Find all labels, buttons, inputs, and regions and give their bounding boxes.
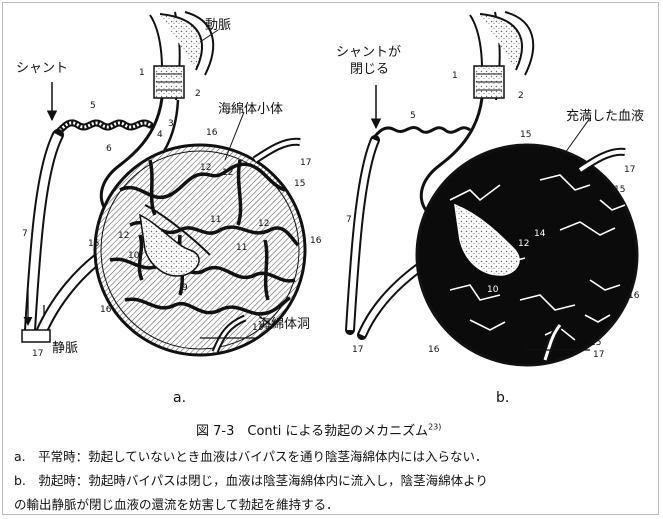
panel-b-shunt-label-line1: シャントが — [336, 45, 401, 60]
panel-a-shunt-label: シャント — [16, 61, 68, 76]
panel-a-num-5: 5 — [90, 101, 96, 111]
panel-b-num-5: 5 — [410, 111, 416, 121]
panel-b-num-15c: 15 — [590, 338, 601, 348]
panel-b-num-17c: 17 — [352, 345, 363, 355]
panel-b-num-16a: 16 — [628, 291, 640, 301]
panel-a-num-11b: 11 — [210, 215, 221, 225]
panel-b-num-12: 12 — [518, 239, 529, 249]
panel-b-num-1: 1 — [452, 71, 458, 81]
panel-b-shunt-label-line2: 閉じる — [350, 62, 389, 77]
panel-b-num-15a: 15 — [520, 130, 531, 140]
panel-a-num-9: 9 — [182, 283, 188, 293]
caption-title-superscript: 23) — [428, 423, 441, 432]
panel-b-filled-blood-label: 充満した血液 — [566, 108, 644, 124]
panel-a-num-16a: 16 — [206, 128, 218, 138]
panel-a-num-12d: 12 — [118, 231, 129, 241]
panel-a-num-16c: 16 — [100, 305, 112, 315]
caption-line-b1: b. 勃起時：勃起時バイパスは閉じ，血液は陰茎海綿体内に流入し，陰茎海綿体より — [14, 470, 488, 489]
panel-b-num-10: 10 — [487, 285, 499, 295]
panel-a-num-12c: 12 — [258, 219, 269, 229]
panel-a-corpus-label: 海綿体小体 — [218, 102, 283, 117]
panel-a-num-10: 10 — [128, 251, 140, 261]
panel-b-panel-label: b. — [496, 390, 509, 406]
panel-a-num-17a: 17 — [300, 158, 311, 168]
panel-a-num-11a: 11 — [236, 243, 247, 253]
panel-b-num-2: 2 — [518, 91, 524, 101]
panel-a-diagram: シャント 動脈 海綿体小体 静脈 海綿体洞 a. 1 2 3 4 5 6 7 1… — [16, 12, 322, 406]
panel-a-num-1: 1 — [139, 68, 145, 78]
panel-a-sinus-label: 海綿体洞 — [258, 317, 310, 332]
panel-b-num-17a: 17 — [624, 165, 635, 175]
panel-b-num-7: 7 — [346, 215, 352, 225]
caption-line-a: a. 平常時：勃起していないとき血液はバイパスを通り陰茎海綿体内には入らない． — [14, 446, 488, 465]
caption-title: 図 7-3 Conti による勃起のメカニズム23) — [196, 420, 441, 439]
panel-b-closed-shunt — [372, 127, 470, 140]
panel-a-num-16b: 16 — [310, 236, 322, 246]
panel-a-num-4: 4 — [157, 130, 163, 140]
panel-a-num-6: 6 — [106, 144, 112, 154]
panel-a-num-2: 2 — [195, 89, 201, 99]
panel-a-panel-label: a. — [173, 390, 186, 406]
panel-b-corpus-sphere-filled — [417, 145, 637, 365]
panel-a-num-13: 13 — [252, 323, 263, 333]
panel-a-artery-label: 動脈 — [205, 18, 231, 33]
panel-a-num-15a: 15 — [294, 179, 305, 189]
panel-b-num-16b: 16 — [428, 345, 440, 355]
panel-b-diagram: シャントが 閉じる 充満した血液 b. 1 2 5 15 7 17 15 14 … — [336, 12, 644, 406]
panel-b-upper-bundle — [470, 12, 533, 100]
panel-a-num-12a: 12 — [200, 163, 211, 173]
caption-title-text: 図 7-3 Conti による勃起のメカニズム — [196, 424, 428, 439]
panel-a-vein-label: 静脈 — [52, 341, 78, 356]
panel-b-num-15b: 15 — [614, 185, 625, 195]
panel-a-num-3: 3 — [168, 119, 174, 129]
panel-a-num-7: 7 — [22, 229, 28, 239]
panel-b-num-14: 14 — [534, 229, 546, 239]
panel-a-num-17b: 17 — [32, 349, 43, 359]
panel-a-num-15b: 15 — [88, 239, 99, 249]
panel-b-num-17b: 17 — [593, 350, 604, 360]
caption-line-b2: の輸出静脈が閉じ血液の還流を妨害して勃起を維持する． — [14, 494, 339, 513]
panel-a-shunt-vessel — [55, 123, 150, 135]
panel-a-num-12b: 12 — [222, 168, 233, 178]
panel-a-upper-bundle — [150, 12, 213, 100]
